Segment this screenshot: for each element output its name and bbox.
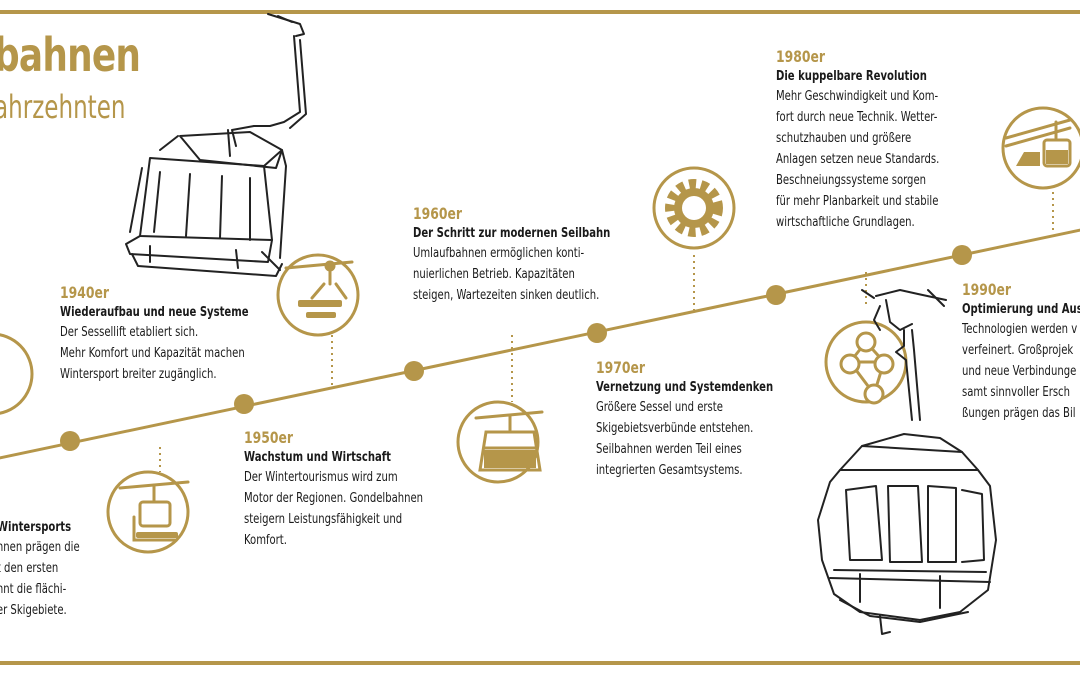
entry-text-line: samt sinnvoller Ersch xyxy=(962,385,1070,400)
chairlift-illustration xyxy=(125,13,307,277)
entry-text-line: steigern Leistungsfähigkeit und xyxy=(244,512,403,527)
entry-heading: Der Schritt zur modernen Seilbahn xyxy=(413,226,611,241)
entry-text-line: Wintersport breiter zugänglich. xyxy=(60,367,217,382)
entry-text-line: integrierten Gesamtsystems. xyxy=(596,463,743,478)
entry-text-line: Mehr Geschwindigkeit und Kom- xyxy=(776,89,939,104)
timeline-dot xyxy=(234,394,254,414)
entry-year: 1970er xyxy=(596,358,645,377)
entry-text-line: hnen prägen die xyxy=(0,540,80,555)
entry-text-line: Komfort. xyxy=(244,533,287,548)
entry-text-line: für mehr Planbarkeit und stabile xyxy=(776,194,939,209)
timeline-dot xyxy=(404,361,424,381)
entry-text-line: Der Wintertourismus wird zum xyxy=(244,470,398,485)
entry-year: 1980er xyxy=(776,47,825,66)
entry-text-line: Anlagen setzen neue Standards. xyxy=(776,152,940,167)
entry-text-line: Motor der Regionen. Gondelbahnen xyxy=(244,491,424,506)
timeline-entry: 1950er Wachstum und Wirtschaft Der Winte… xyxy=(244,428,452,551)
entry-text-line: Mehr Komfort und Kapazität machen xyxy=(60,346,245,361)
entry-year: 1940er xyxy=(60,283,109,302)
entry-text-line: Seilbahnen werden Teil eines xyxy=(596,442,742,457)
entry-heading: Vernetzung und Systemdenken xyxy=(596,380,774,395)
entry-text-line: Technologien werden v xyxy=(962,322,1078,337)
entry-text-line: nuierlichen Betrieb. Kapazitäten xyxy=(413,267,575,282)
entry-text-line: ßungen prägen das Bil xyxy=(962,406,1076,421)
icon-circle xyxy=(276,253,360,337)
timeline-dot xyxy=(952,245,972,265)
timeline-entry: 1990er Optimierung und Aus Technologien … xyxy=(962,280,1080,424)
entry-text-line: steigen, Wartezeiten sinken deutlich. xyxy=(413,288,600,303)
entry-heading: Wintersports xyxy=(0,520,72,535)
entry-text-line: er Skigebiete. xyxy=(0,603,67,618)
entry-text-line: Skigebietsverbünde entstehen. xyxy=(596,421,754,436)
timeline-dot xyxy=(587,323,607,343)
timeline-line xyxy=(0,228,1080,460)
page-title: bahnen xyxy=(0,28,141,82)
entry-text-line: nnt die flächi- xyxy=(0,582,67,597)
entry-text-line: t den ersten xyxy=(0,561,59,576)
entry-text-line: fort durch neue Technik. Wetter- xyxy=(776,110,938,125)
gondola-icon xyxy=(474,410,544,472)
entry-text-line: wirtschaftliche Grundlagen. xyxy=(776,215,915,230)
entry-text-line: Der Sessellift etabliert sich. xyxy=(60,325,199,340)
page-subtitle: ahrzehnten xyxy=(0,88,126,126)
entry-text-line: verfeinert. Großprojek xyxy=(962,343,1074,358)
entry-text-line: schutzhauben und größere xyxy=(776,131,912,146)
entry-year: 1950er xyxy=(244,428,293,447)
timeline-dot xyxy=(60,431,80,451)
timeline-entry: 1970er Vernetzung und Systemdenken Größe… xyxy=(596,358,802,481)
entry-text-line: Größere Sessel und erste xyxy=(596,400,723,415)
bottom-border xyxy=(0,661,1080,665)
cable-car-station-icon xyxy=(1004,118,1072,168)
icon-circle xyxy=(0,333,34,415)
network-icon xyxy=(839,331,895,405)
entry-heading: Die kuppelbare Revolution xyxy=(776,69,927,84)
entry-text-line: Beschneiungssysteme sorgen xyxy=(776,173,927,188)
timeline-entry: 1960er Der Schritt zur modernen Seilbahn… xyxy=(413,204,642,306)
timeline-entry: 1980er Die kuppelbare Revolution Mehr Ge… xyxy=(776,47,966,233)
gondola-illustration xyxy=(817,289,997,635)
timeline-dot xyxy=(766,285,786,305)
entry-heading: Wachstum und Wirtschaft xyxy=(244,450,391,465)
entry-heading: Wiederaufbau und neue Systeme xyxy=(60,305,249,320)
icon-circle xyxy=(1001,106,1080,190)
entry-heading: Optimierung und Aus xyxy=(962,302,1080,317)
gear-icon xyxy=(665,179,723,237)
top-border xyxy=(0,10,1080,14)
timeline-entry: Wintersports hnen prägen die t den erste… xyxy=(0,520,96,621)
chairlift-icon xyxy=(118,480,190,542)
entry-text-line: und neue Verbindunge xyxy=(962,364,1077,379)
entry-text-line: Umlaufbahnen ermöglichen konti- xyxy=(413,246,585,261)
entry-year: 1960er xyxy=(413,204,462,223)
timeline-entry: 1940er Wiederaufbau und neue Systeme Der… xyxy=(60,283,279,385)
entry-year: 1990er xyxy=(962,280,1011,299)
t-bar-lift-icon xyxy=(284,260,354,318)
